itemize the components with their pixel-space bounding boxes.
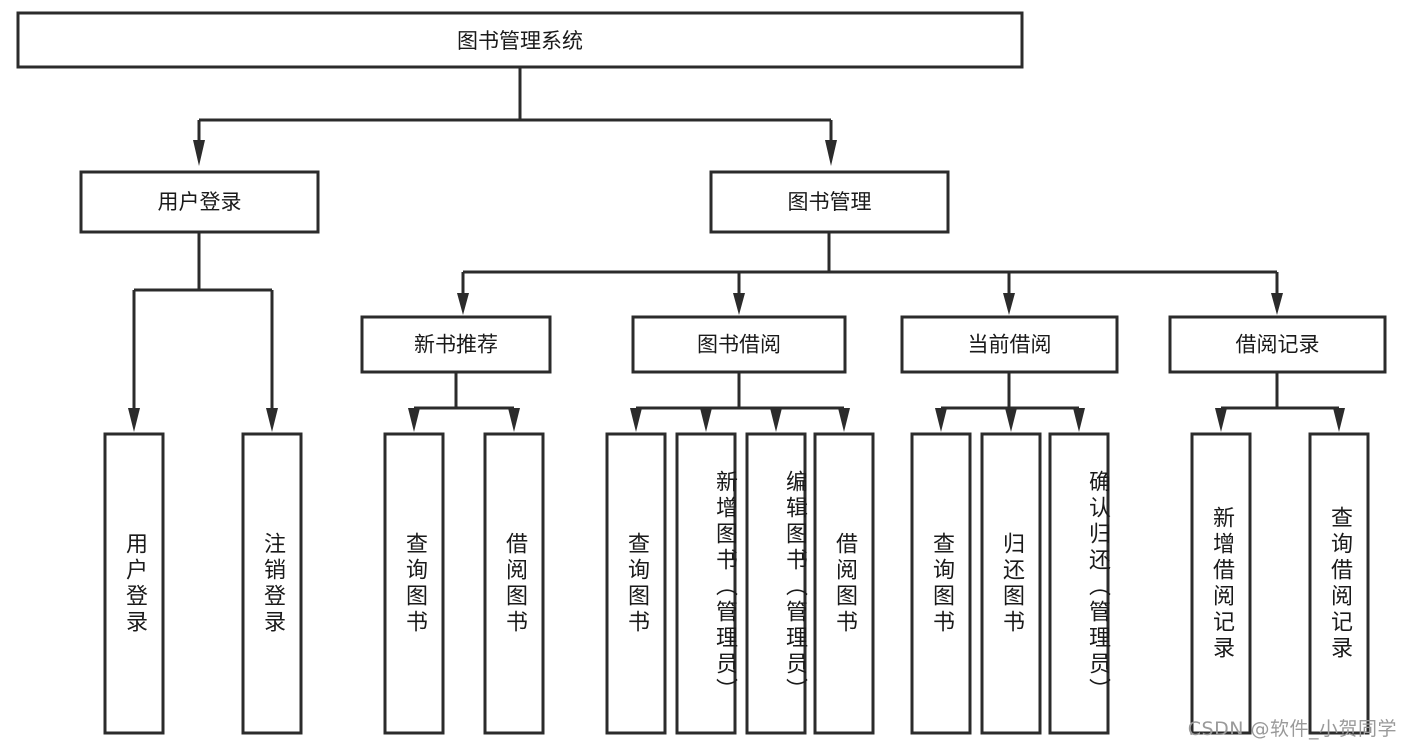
leaf-box-borrow-book-recommend[interactable]: [483, 432, 545, 735]
node-book-management-label: 图书管理: [788, 190, 872, 214]
connector-current-borrow-to-leaves: [935, 372, 1085, 432]
connector-book-management-to-level3: [457, 232, 1283, 315]
node-root[interactable]: 图书管理系统: [16, 11, 1024, 69]
leaf-box-borrow-book[interactable]: [813, 432, 875, 735]
node-book-management[interactable]: 图书管理: [709, 170, 950, 234]
node-root-label: 图书管理系统: [457, 29, 583, 53]
connector-book-borrow-to-leaves: [630, 372, 850, 432]
node-new-book-recommend-label: 新书推荐: [414, 333, 498, 357]
leaf-box-add-borrow-record[interactable]: [1190, 432, 1252, 735]
leaf-box-query-book-borrow[interactable]: [605, 432, 667, 735]
leaf-box-logout[interactable]: [241, 432, 303, 735]
watermark: CSDN @软件_小贺同学: [1187, 718, 1397, 740]
node-user-login[interactable]: 用户登录: [79, 170, 320, 234]
node-borrow-record-label: 借阅记录: [1236, 333, 1320, 357]
leaf-box-confirm-return-admin[interactable]: [1048, 432, 1110, 735]
leaf-box-edit-book-admin[interactable]: [745, 432, 807, 735]
connector-borrow-record-to-leaves: [1215, 372, 1345, 432]
leaf-box-user-login[interactable]: [103, 432, 165, 735]
node-book-borrow-label: 图书借阅: [697, 333, 781, 357]
leaf-box-return-book[interactable]: [980, 432, 1042, 735]
node-current-borrow[interactable]: 当前借阅: [900, 315, 1119, 374]
leaf-box-query-book-current[interactable]: [910, 432, 972, 735]
connector-new-book-recommend-to-leaves: [408, 372, 520, 432]
connector-user-login-to-leaves: [128, 232, 278, 432]
leaf-box-query-book-recommend[interactable]: [383, 432, 445, 735]
node-book-borrow[interactable]: 图书借阅: [631, 315, 847, 374]
leaf-boxes: [103, 432, 1370, 735]
connector-root-to-level2: [193, 67, 837, 166]
node-new-book-recommend[interactable]: 新书推荐: [360, 315, 552, 374]
leaf-box-add-book-admin[interactable]: [675, 432, 737, 735]
node-current-borrow-label: 当前借阅: [968, 333, 1052, 357]
node-borrow-record[interactable]: 借阅记录: [1168, 315, 1387, 374]
node-user-login-label: 用户登录: [158, 190, 242, 214]
leaf-box-query-borrow-record[interactable]: [1308, 432, 1370, 735]
